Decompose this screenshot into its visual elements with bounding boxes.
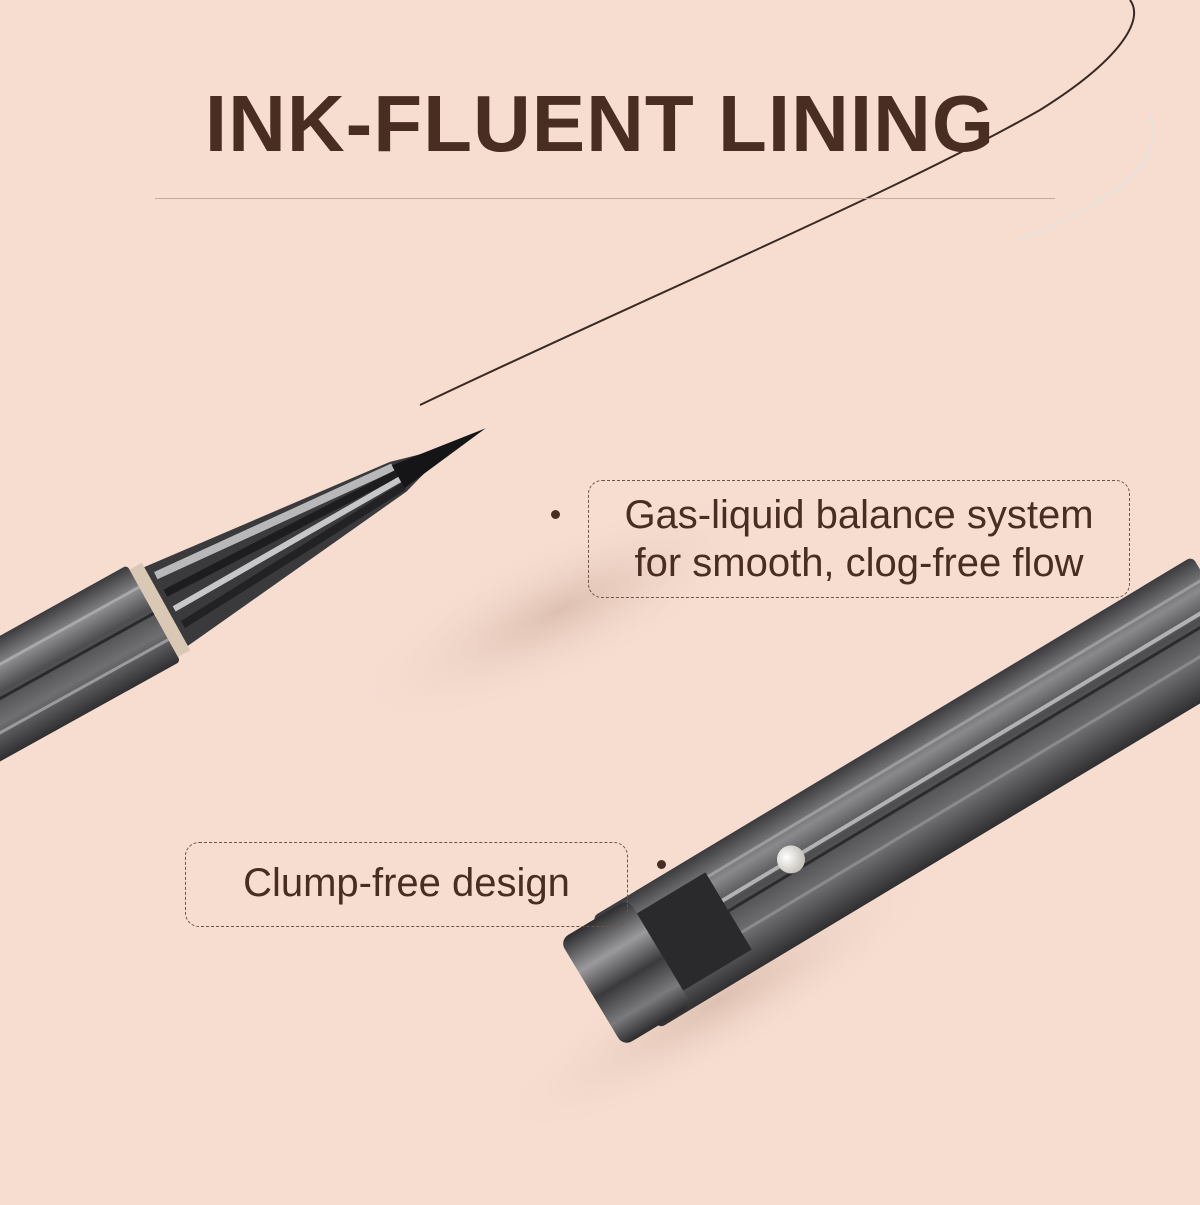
callout-line: for smooth, clog-free flow: [634, 541, 1084, 585]
pen-collar: [129, 562, 191, 658]
callout-bullet: [657, 860, 666, 869]
page-title: INK-FLUENT LINING: [204, 79, 996, 168]
pen-window: [636, 872, 752, 991]
callout-bullet: [551, 510, 560, 519]
title-divider: [155, 198, 1055, 199]
pen-shadow: [349, 493, 771, 727]
pen-barrel: [0, 566, 180, 854]
callout-line: Gas-liquid balance system: [624, 493, 1094, 537]
pen-tip: [391, 428, 486, 489]
feature-callout-flow: Gas-liquid balance system for smooth, cl…: [588, 480, 1130, 598]
pen-end-section: [563, 558, 1200, 1043]
ink-line: [419, 0, 1136, 406]
ink-line-highlight: [1019, 114, 1154, 241]
feature-callout-clump: Clump-free design: [185, 842, 628, 927]
pen-end-cap: [563, 902, 689, 1043]
callout-line: Clump-free design: [243, 861, 570, 905]
pen-shadow: [492, 860, 948, 1140]
mixing-ball: [776, 845, 805, 874]
pen-nib-section: [0, 428, 486, 854]
